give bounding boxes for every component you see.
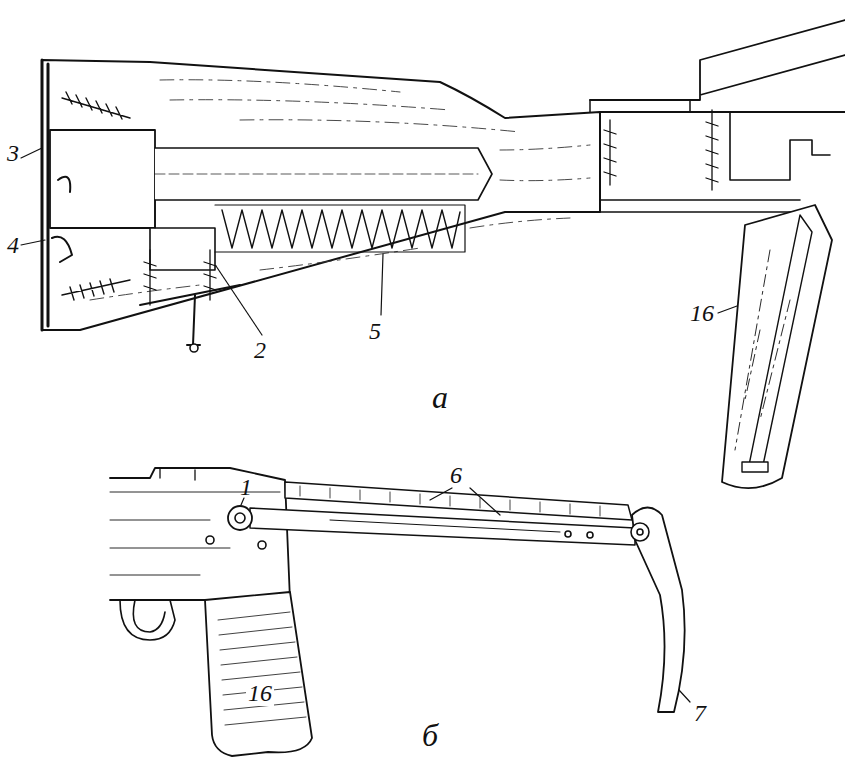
callout-number: 5 (367, 318, 383, 344)
callout-number: 4 (5, 232, 21, 258)
figure-letter: а (430, 380, 450, 414)
callout-number: 16 (246, 680, 274, 706)
callout-number: 6 (448, 462, 464, 488)
figure-letter: б (420, 718, 440, 752)
callout-number: 3 (5, 140, 21, 166)
callout-number: 16 (688, 300, 716, 326)
callout-number: 7 (692, 700, 708, 726)
callout-number: 2 (252, 337, 268, 363)
callout-number: 1 (238, 474, 254, 500)
